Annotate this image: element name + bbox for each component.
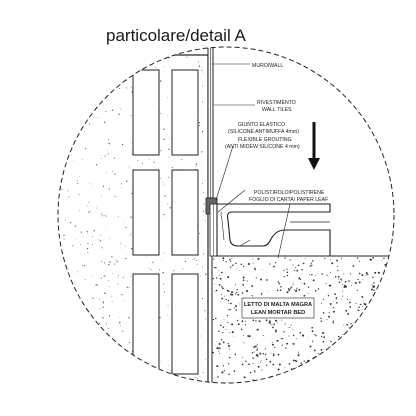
brick-cell <box>132 273 160 375</box>
shower-tray <box>216 203 331 257</box>
label-tiles-2: WALL TILES <box>262 107 292 113</box>
label-wall: MURO/WALL <box>252 63 283 69</box>
label-joint-3: FLEXIBLE GROUTING <box>238 137 292 143</box>
mortar-label-box <box>241 297 315 319</box>
label-joint-1: GIUNTO ELASTICO <box>238 122 285 128</box>
label-bed-2: LEAN MORTAR BED <box>251 310 305 316</box>
label-tiles-1: RIVESTIMENTO <box>257 100 296 106</box>
label-bed-1: LETTO DI MALTA MAGRA <box>244 302 312 308</box>
mortar-bed <box>211 255 394 383</box>
brick-cell <box>171 273 199 375</box>
brick-cell <box>132 69 160 156</box>
label-poly-2: FOGLIO DI CARTA/ PAPER LEAF <box>249 197 328 203</box>
detail-circle <box>57 46 395 384</box>
label-joint-2: (SILICONE ANTIMUFFA 4mm) <box>228 129 299 135</box>
brick-cell <box>171 69 199 156</box>
label-poly-1: POLISTIROLO/POLISTIRENE <box>254 190 325 196</box>
down-arrow-icon <box>308 122 320 170</box>
brick-cell <box>132 169 160 256</box>
label-joint-4: (ANTI MIDEW SILICONE 4 mm) <box>225 144 300 150</box>
detail-title: particolare/detail A <box>106 26 246 45</box>
brick-cell <box>171 169 199 256</box>
leader-lines <box>212 63 318 259</box>
